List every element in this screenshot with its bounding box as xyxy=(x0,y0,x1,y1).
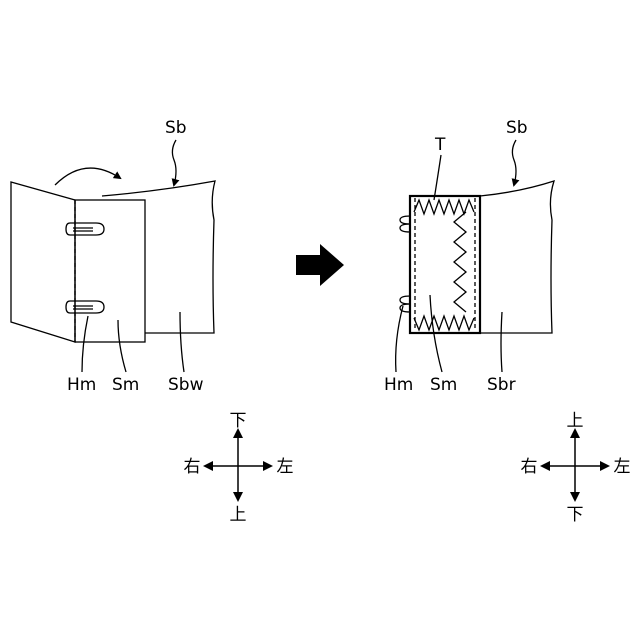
label-sb-right: Sb xyxy=(506,118,528,138)
left-axis-label-right: 左 xyxy=(277,457,294,477)
strap-member-right xyxy=(410,196,480,333)
right-axis-arrow-left xyxy=(540,461,550,471)
sb-leader-right xyxy=(512,140,516,185)
label-sbr: Sbr xyxy=(487,375,516,395)
right-axis-label-down: 下 xyxy=(567,505,584,525)
hook-upper xyxy=(66,223,104,235)
hm-leader-left xyxy=(82,316,88,372)
label-sbw: Sbw xyxy=(168,375,204,395)
left-direction-axes: 下 上 右 左 xyxy=(184,411,294,525)
sb-leader-left xyxy=(172,140,176,185)
hook-stub-upper xyxy=(400,216,410,232)
right-axis-label-right: 左 xyxy=(614,457,631,477)
belt-outline-right xyxy=(480,181,554,333)
left-axis-label-left: 右 xyxy=(184,457,201,477)
zigzag-vertical xyxy=(454,212,466,312)
label-sb-left: Sb xyxy=(165,118,187,138)
label-t: T xyxy=(434,135,446,155)
left-axis-arrow-down xyxy=(233,492,243,502)
hook-lower xyxy=(66,301,104,313)
flap-panel xyxy=(11,182,75,342)
right-figure: Sb T Hm Sm Sbr xyxy=(384,118,554,395)
left-axis-arrow-right xyxy=(263,461,273,471)
hm-leader-right xyxy=(396,306,403,372)
fold-arrow xyxy=(55,168,120,185)
zigzag-bottom xyxy=(414,316,474,330)
right-axis-arrow-right xyxy=(600,461,610,471)
sbr-leader xyxy=(501,312,502,372)
label-hm-left: Hm xyxy=(67,375,96,395)
right-direction-axes: 上 下 右 左 xyxy=(521,411,631,525)
label-sm-left: Sm xyxy=(112,375,139,395)
right-axis-arrow-down xyxy=(570,492,580,502)
sbw-leader xyxy=(180,312,184,372)
strap-member xyxy=(75,200,145,342)
left-axis-arrow-left xyxy=(203,461,213,471)
belt-outline xyxy=(102,181,215,333)
right-axis-label-up: 上 xyxy=(567,411,584,431)
zigzag-top xyxy=(414,200,474,214)
right-axis-label-left: 右 xyxy=(521,457,538,477)
sm-leader-left xyxy=(118,320,126,372)
label-sm-right: Sm xyxy=(430,375,457,395)
t-leader xyxy=(434,155,441,200)
left-axis-label-up: 下 xyxy=(230,411,247,431)
transition-arrow xyxy=(296,244,344,286)
left-figure: Sb Hm Sm Sbw xyxy=(11,118,215,395)
label-hm-right: Hm xyxy=(384,375,413,395)
left-axis-label-down: 上 xyxy=(230,505,247,525)
